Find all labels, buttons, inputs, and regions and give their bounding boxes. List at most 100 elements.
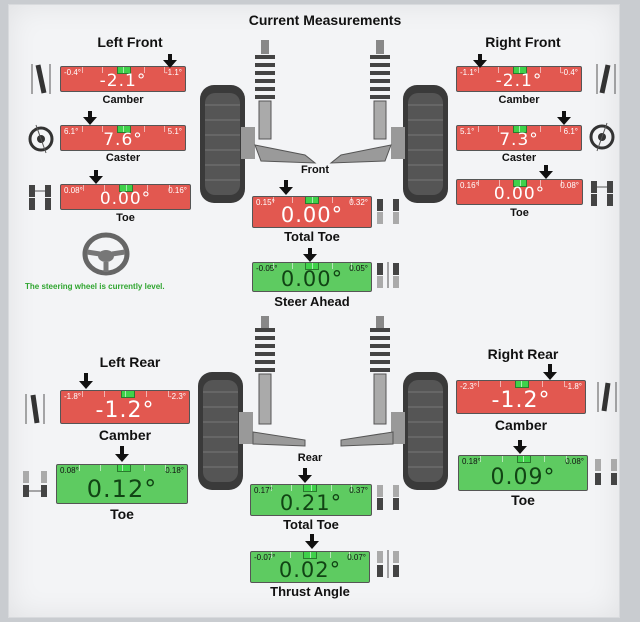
gauge-segment-line xyxy=(143,67,145,73)
left-front-caster-min: 6.1° xyxy=(64,127,79,136)
left-rear-toe-label: Toe xyxy=(110,506,134,522)
left-front-toe-gauge: 0.08° 0.16° 0.00° xyxy=(60,184,191,210)
target-zone xyxy=(117,67,131,74)
left-front-camber-max: -1.1° xyxy=(165,68,182,77)
page-title: Current Measurements xyxy=(248,12,402,28)
front-total-toe-gauge: 0.15° 0.32° 0.00° xyxy=(252,196,372,228)
gauge-segment-line xyxy=(123,126,124,132)
thrust-angle-min: -0.07° xyxy=(254,553,276,562)
gauge-segment-line xyxy=(519,126,520,132)
gauge-segment-line xyxy=(81,67,83,73)
toe-diagram-icon xyxy=(23,471,47,497)
right-front-caster-max: 6.1° xyxy=(563,127,578,136)
right-front-camber-label: Camber xyxy=(498,94,540,106)
gauge-segment-line xyxy=(521,381,522,387)
gauge-segment-line xyxy=(311,485,312,491)
rear-axle-label: Rear xyxy=(297,452,323,464)
right-rear-camber-value: -1.2° xyxy=(491,388,551,413)
rear-total-toe-min: 0.17° xyxy=(254,486,273,495)
left-rear-toe-max: 0.18° xyxy=(165,466,184,475)
gauge-segment-line xyxy=(147,185,148,191)
gauge-segment-line xyxy=(351,197,353,203)
gauge-segment-line xyxy=(292,263,294,269)
rear-total-toe-max: 0.37° xyxy=(349,486,368,495)
gauge-segment-line xyxy=(539,67,541,73)
front-total-toe-min: 0.15° xyxy=(256,198,275,207)
target-zone xyxy=(517,456,531,463)
left-front-camber-gauge: -0.4° -1.1° -2.1° xyxy=(60,66,186,92)
right-front-camber-min: -1.1° xyxy=(460,68,477,77)
caster-diagram-icon xyxy=(28,124,54,154)
thrust-angle-label: Thrust Angle xyxy=(270,584,350,599)
front-total-toe-label: Total Toe xyxy=(284,229,340,244)
gauge-segment-line xyxy=(519,180,521,186)
rear-suspension-image xyxy=(198,316,448,490)
gauge-segment-line xyxy=(125,391,126,397)
gauge-segment-line xyxy=(146,391,148,397)
gauge-segment-line xyxy=(270,485,272,491)
left-rear-toe-min: 0.08° xyxy=(60,466,79,475)
right-front-toe-label: Toe xyxy=(510,207,529,219)
left-rear-camber-min: -1.8° xyxy=(64,392,81,401)
gauge-segment-line xyxy=(167,391,169,397)
left-front-camber-min: -0.4° xyxy=(64,68,81,77)
toe-diagram-icon xyxy=(29,185,51,210)
target-zone xyxy=(513,67,527,74)
gauge-segment-line xyxy=(312,197,313,203)
gauge-segment-line xyxy=(122,465,123,471)
gauge-segment-line xyxy=(539,126,541,132)
gauge-segment-line xyxy=(560,67,562,73)
gauge-segment-line xyxy=(540,180,542,186)
right-front-toe-value: 0.00° xyxy=(493,184,546,204)
right-rear-toe-value: 0.09° xyxy=(490,465,556,490)
right-rear-toe-min: 0.18° xyxy=(462,457,481,466)
camber-diagram-icon xyxy=(597,382,617,412)
right-front-toe-max: 0.08° xyxy=(560,181,579,190)
left-front-toe-value: 0.00° xyxy=(99,189,152,209)
rear-total-toe-gauge: 0.17° 0.37° 0.21° xyxy=(250,484,372,516)
right-front-toe-min: 0.16° xyxy=(460,181,479,190)
gauge-segment-line xyxy=(270,552,272,558)
right-rear-camber-min: -2.3° xyxy=(460,382,477,391)
gauge-segment-line xyxy=(498,180,500,186)
gauge-segment-line xyxy=(501,456,503,462)
gauge-segment-line xyxy=(563,381,565,387)
right-rear-toe-max: 0.08° xyxy=(565,457,584,466)
gauge-segment-line xyxy=(272,263,274,269)
left-rear-camber-max: -2.3° xyxy=(169,392,186,401)
target-zone xyxy=(117,126,131,133)
gauge-segment-line xyxy=(331,263,333,269)
left-front-camber-label: Camber xyxy=(102,94,144,106)
target-zone xyxy=(515,381,529,388)
gauge-segment-line xyxy=(312,263,313,269)
thrust-angle-max: 0.07° xyxy=(347,553,366,562)
gauge-segment-line xyxy=(499,381,501,387)
gauge-segment-line xyxy=(292,197,294,203)
gauge-segment-line xyxy=(519,67,520,73)
gauge-segment-line xyxy=(351,485,352,491)
total-toe-diagram-icon xyxy=(377,485,399,510)
toe-diagram-icon xyxy=(591,181,613,206)
right-front-camber-max: -0.4° xyxy=(561,68,578,77)
right-rear-camber-label: Camber xyxy=(494,417,548,433)
steering-level-message: The steering wheel is currently level. xyxy=(25,282,165,291)
right-rear-title: Right Rear xyxy=(487,346,559,362)
gauge-segment-line xyxy=(123,67,124,73)
rear-total-toe-value: 0.21° xyxy=(279,491,343,515)
steer-ahead-min: -0.05° xyxy=(256,264,278,273)
steer-ahead-max: 0.05° xyxy=(349,264,368,273)
gauge-segment-line xyxy=(330,485,332,491)
gauge-segment-line xyxy=(78,465,80,471)
gauge-segment-line xyxy=(349,552,351,558)
gauge-segment-line xyxy=(165,465,167,471)
gauge-segment-line xyxy=(290,485,292,491)
left-front-camber-value: -2.1° xyxy=(99,71,147,91)
front-suspension-image xyxy=(200,40,448,203)
left-rear-toe-gauge: 0.08° 0.18° 0.12° xyxy=(56,464,188,504)
gauge-segment-line xyxy=(272,197,274,203)
gauge-segment-line xyxy=(331,197,333,203)
gauge-segment-line xyxy=(168,185,170,191)
left-front-caster-max: 5.1° xyxy=(167,127,182,136)
left-rear-title: Left Rear xyxy=(99,354,161,370)
gauge-segment-line xyxy=(82,185,84,191)
